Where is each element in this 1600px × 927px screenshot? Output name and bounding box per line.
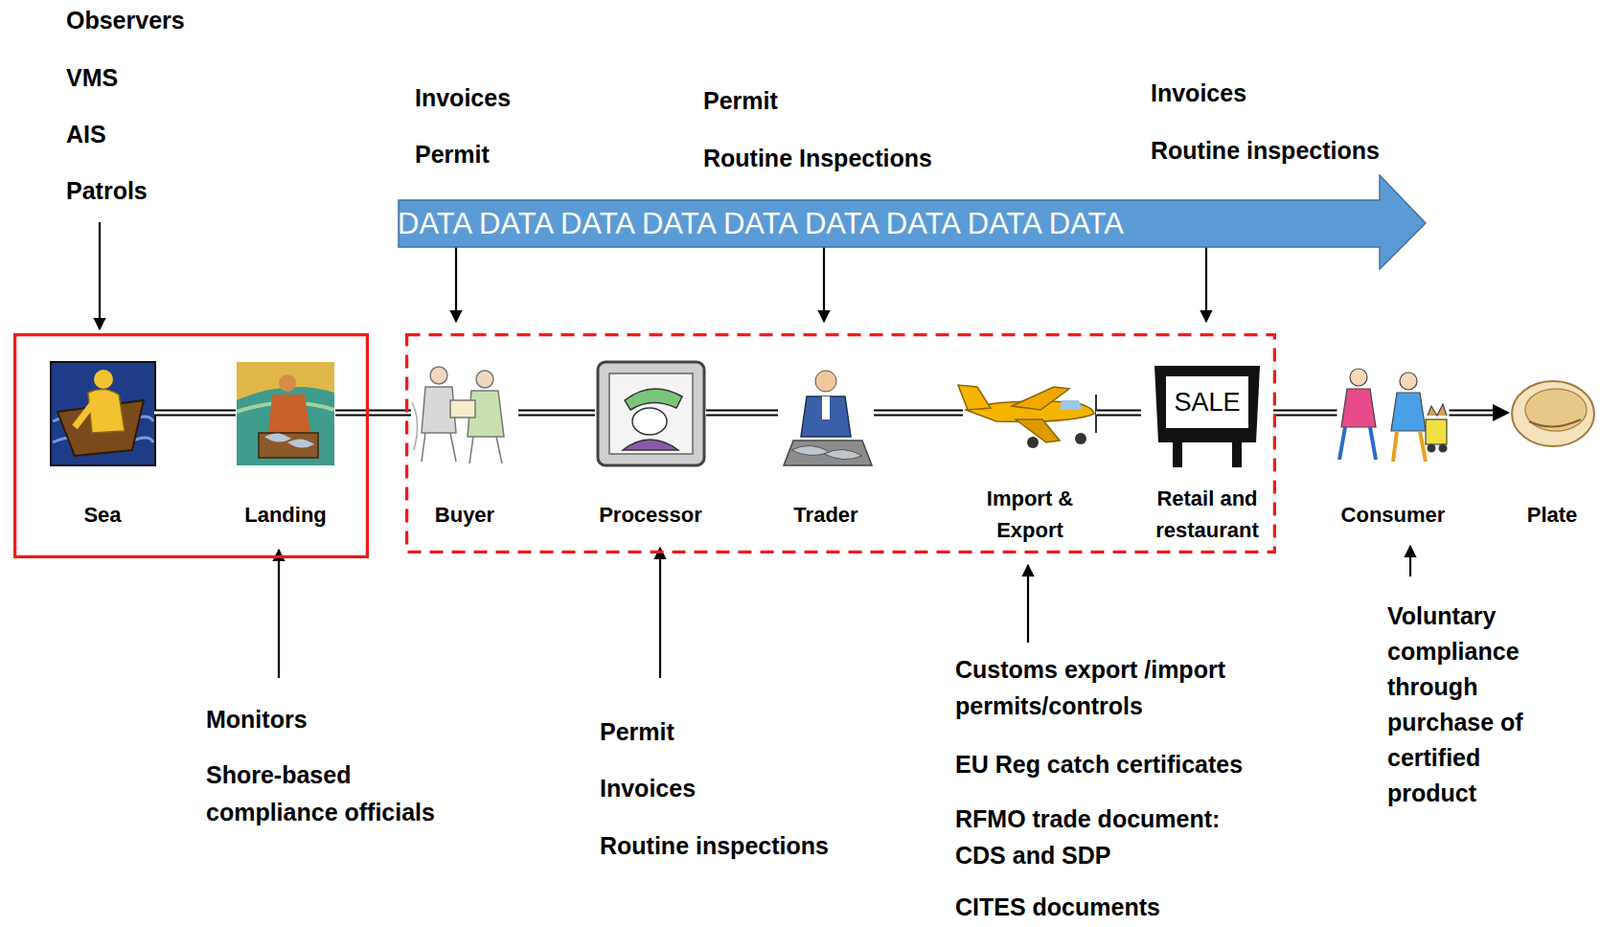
stage-label: Trader xyxy=(793,499,860,531)
stage-node: Plate xyxy=(1509,358,1595,547)
data-flow-arrow: DATA DATA DATA DATA DATA DATA DATA DATA … xyxy=(397,174,1427,271)
sale-sign-icon xyxy=(1154,365,1260,468)
buyer-icon xyxy=(411,366,504,464)
stage-node: Import & Export xyxy=(962,358,1098,547)
trader-icon xyxy=(783,370,872,466)
band-text: DATA DATA DATA DATA DATA DATA DATA DATA … xyxy=(397,200,973,248)
annotation: EU Reg catch certificates xyxy=(955,747,1243,783)
stage-label: Landing xyxy=(244,499,328,531)
landing-icon xyxy=(236,362,335,466)
annotation: Permit xyxy=(703,83,778,119)
group-box: Buyer Processor Trader Import & Export Retai… xyxy=(405,333,1277,554)
annotation: CITES documents xyxy=(955,891,1161,924)
stage-node: Retail and restaurant xyxy=(1141,358,1274,547)
stage-label: Import & Export xyxy=(967,482,1093,547)
processor-icon xyxy=(597,362,705,466)
stage-label: Consumer xyxy=(1340,499,1446,531)
annotation: AIS xyxy=(66,116,107,153)
annotation: Voluntary compliance through purchase of… xyxy=(1387,598,1555,812)
leader-arrows xyxy=(99,222,1411,679)
annotation: Permit xyxy=(414,137,490,173)
stage-node: Processor xyxy=(594,358,707,547)
double-line-connector xyxy=(1096,412,1143,414)
stage-label: Processor xyxy=(598,499,704,531)
double-line-connector xyxy=(517,412,596,414)
stage-node: Landing xyxy=(235,358,336,547)
group-box: Sea Landing xyxy=(13,333,369,559)
stage-label: Retail and restaurant xyxy=(1144,482,1270,547)
double-line-connector xyxy=(1448,404,1511,422)
annotation: Customs export /import permits/controls xyxy=(955,651,1272,725)
annotation: Routine inspections xyxy=(1150,133,1380,169)
sea-icon xyxy=(50,362,156,466)
stage-node: Sea xyxy=(49,358,156,547)
stage-label: Buyer xyxy=(434,499,496,531)
consumer-icon xyxy=(1339,368,1447,462)
annotation: Shore-based compliance officials xyxy=(205,756,458,832)
annotation: Invoices xyxy=(599,771,696,807)
annotation: Routine inspections xyxy=(599,828,829,865)
double-line-connector xyxy=(334,412,412,414)
plane-icon xyxy=(958,385,1097,449)
annotation: Routine Inspections xyxy=(703,140,933,177)
annotation: Observers xyxy=(66,2,185,39)
stage-node: Buyer xyxy=(411,358,519,547)
annotation: RFMO trade document: CDS and SDP xyxy=(955,800,1272,874)
stage-node: Consumer xyxy=(1337,358,1450,547)
annotation: Patrols xyxy=(66,173,148,209)
double-line-connector xyxy=(154,412,237,414)
double-line-connector xyxy=(1272,412,1339,414)
double-line-connector xyxy=(872,412,964,414)
double-line-connector xyxy=(705,412,779,414)
sign-text: SALE xyxy=(1165,387,1250,418)
annotation: Permit xyxy=(599,714,675,751)
stage-label: Plate xyxy=(1526,499,1578,531)
plate-icon xyxy=(1511,381,1595,447)
stage-node: Trader xyxy=(777,358,874,547)
stage-label: Sea xyxy=(83,499,123,531)
annotation: VMS xyxy=(66,60,118,96)
annotation: Invoices xyxy=(414,80,511,116)
annotation: Monitors xyxy=(205,702,308,738)
annotation: Invoices xyxy=(1150,75,1247,112)
